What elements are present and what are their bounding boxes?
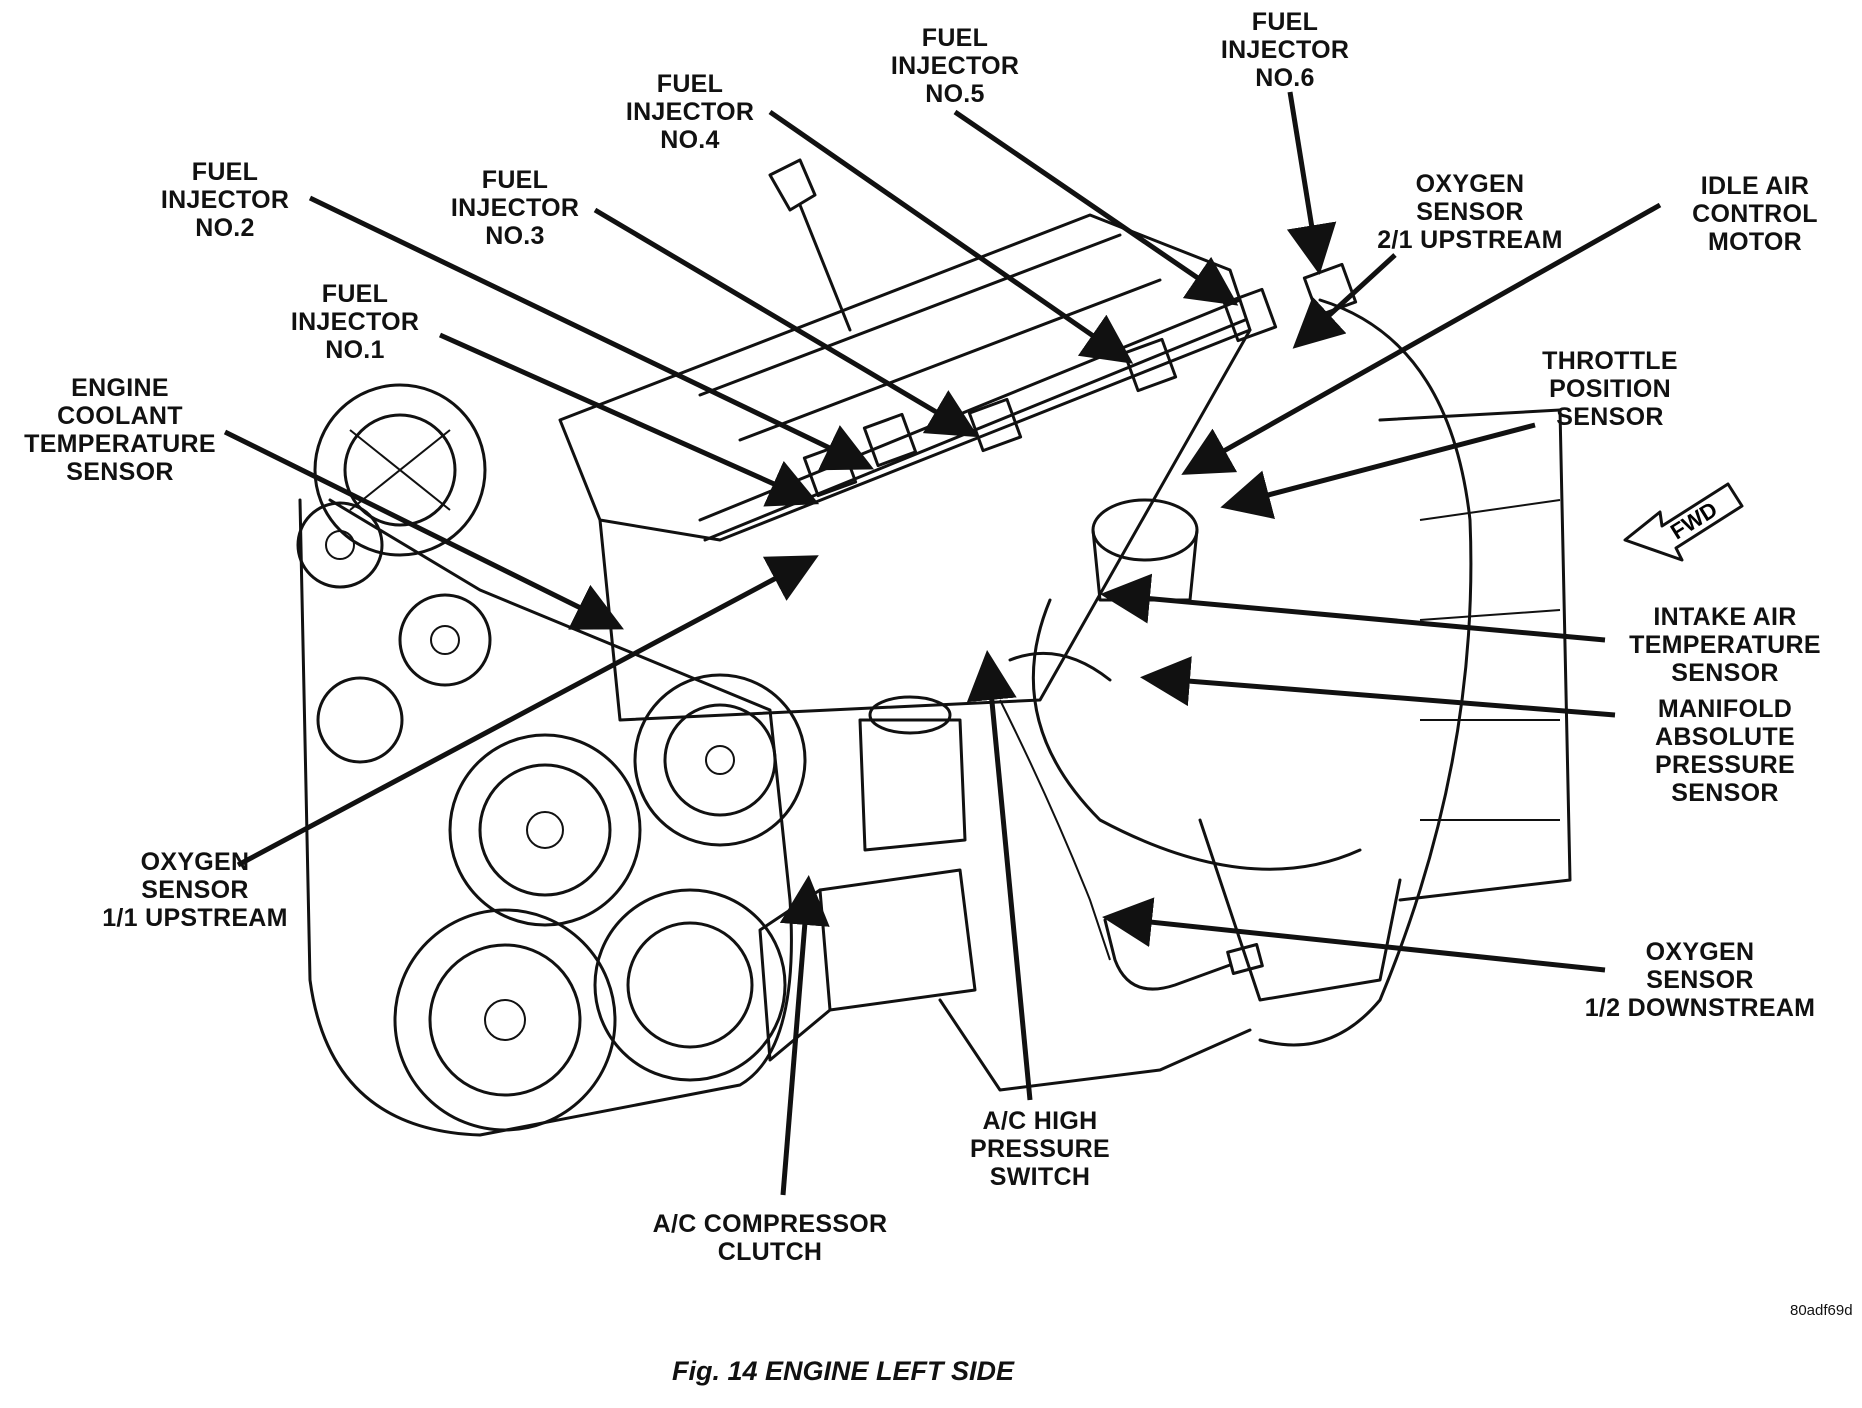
leader-oxygen-sensor-11: [236, 555, 819, 868]
engine-illustration: [296, 158, 1572, 1137]
leader-ac-compressor: [779, 875, 830, 1196]
leader-lines: [223, 91, 1662, 1196]
leader-intake-air-temp: [1100, 573, 1606, 643]
document-code: 80adf69d: [1790, 1302, 1853, 1319]
leader-oxygen-sensor-12: [1102, 897, 1606, 973]
fwd-arrow: FWD: [1623, 482, 1744, 562]
leader-engine-coolant: [223, 429, 624, 630]
leader-oxygen-sensor-21: [1292, 253, 1397, 349]
leader-fuel-injector-3: [593, 207, 979, 438]
leader-map-sensor: [1140, 656, 1616, 718]
figure-caption: Fig. 14 ENGINE LEFT SIDE: [672, 1356, 1015, 1386]
leader-fuel-injector-4: [768, 109, 1134, 364]
leader-idle-air-control: [1181, 202, 1662, 475]
leader-fuel-injector-6: [1286, 91, 1337, 275]
leader-fuel-injector-5: [953, 109, 1239, 306]
leader-fuel-injector-2: [308, 195, 875, 471]
leader-ac-high-pressure: [966, 650, 1033, 1101]
leader-throttle-position: [1220, 422, 1536, 520]
leader-fuel-injector-1: [438, 332, 820, 507]
